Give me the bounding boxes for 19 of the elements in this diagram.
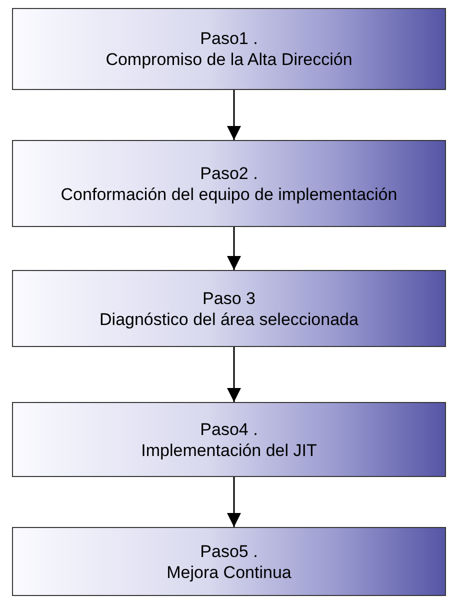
step-box	[12, 270, 446, 347]
step-description: Mejora Continua	[166, 562, 292, 582]
step-title: Paso 3	[202, 288, 256, 308]
arrow	[227, 477, 241, 527]
step-description: Implementación del JIT	[141, 440, 317, 460]
step-description: Compromiso de la Alta Dirección	[106, 49, 352, 70]
step-box	[12, 8, 446, 90]
arrow	[227, 347, 241, 402]
step-title: Paso2 .	[200, 162, 258, 184]
step-box	[12, 402, 446, 477]
step-description: Conformación del equipo de implementación	[60, 184, 398, 204]
step-description: Diagnóstico del área seleccionada	[100, 308, 358, 330]
step-box	[12, 140, 446, 227]
step-title: Paso1 .	[200, 28, 258, 49]
arrow	[227, 227, 241, 270]
step-box	[12, 527, 446, 596]
step-title: Paso5 .	[200, 540, 258, 562]
step-title: Paso4 .	[200, 418, 258, 440]
arrow	[227, 90, 241, 140]
